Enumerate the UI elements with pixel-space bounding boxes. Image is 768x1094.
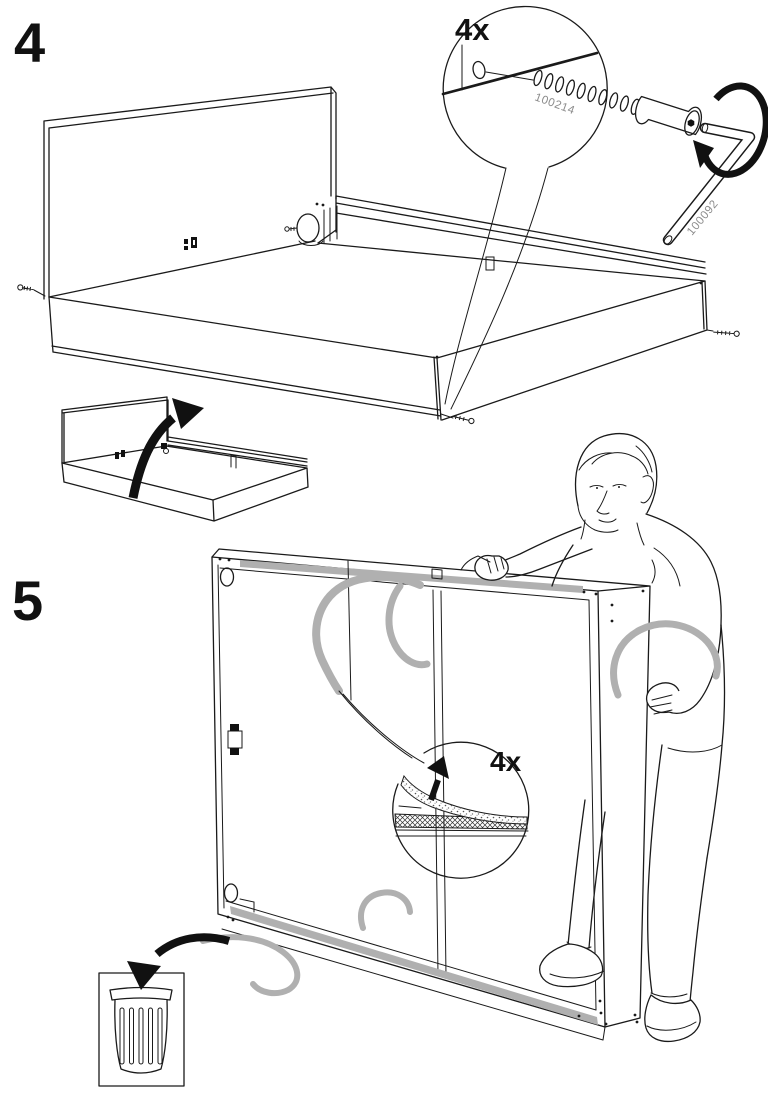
screw-callout-circle: 4x [441,5,608,410]
pilot-hole [472,60,486,80]
step5-number: 5 [12,569,43,632]
person-left-hand [460,554,509,581]
junction-screw [284,226,298,232]
screw-part-number: 100214 [533,92,577,118]
step4-quantity-label: 4x [455,12,490,47]
person-head [574,433,658,546]
peel-callout-circle: 4x [338,690,530,879]
frame-screw-dots [218,557,645,1026]
step4-number: 4 [14,11,45,74]
top-edge-strip [240,560,583,593]
frame-bracket-mark [227,724,243,755]
screw-100214-drawing: 100214 [533,69,703,136]
bed-frame-drawing [43,86,708,421]
person-body [491,513,726,859]
discard-area [98,933,231,1087]
step5-quantity-label: 4x [490,746,522,777]
flip-arrow-icon [128,398,204,499]
headboard-bracket-marks [184,237,197,250]
peeled-strips [200,573,721,997]
peel-arrow-icon [427,756,449,801]
person-shoes [539,943,701,1043]
person-right-hand [645,682,680,715]
bottom-edge-strip [230,906,598,1025]
discard-arrow-icon [127,933,231,990]
flip-bed-inset [61,396,309,522]
step4-illustration: 4 [14,5,768,522]
corner-screw-bottom [440,413,475,425]
person-figure [460,433,726,1043]
corner-screw-left [17,284,46,297]
trash-icon [109,986,173,1074]
hex-socket [687,119,695,127]
allen-key-drawing: 100092 [662,122,756,246]
rotation-arrow-icon [693,82,768,178]
step5-illustration: 5 [12,433,726,1087]
corner-screw-right [706,329,740,337]
